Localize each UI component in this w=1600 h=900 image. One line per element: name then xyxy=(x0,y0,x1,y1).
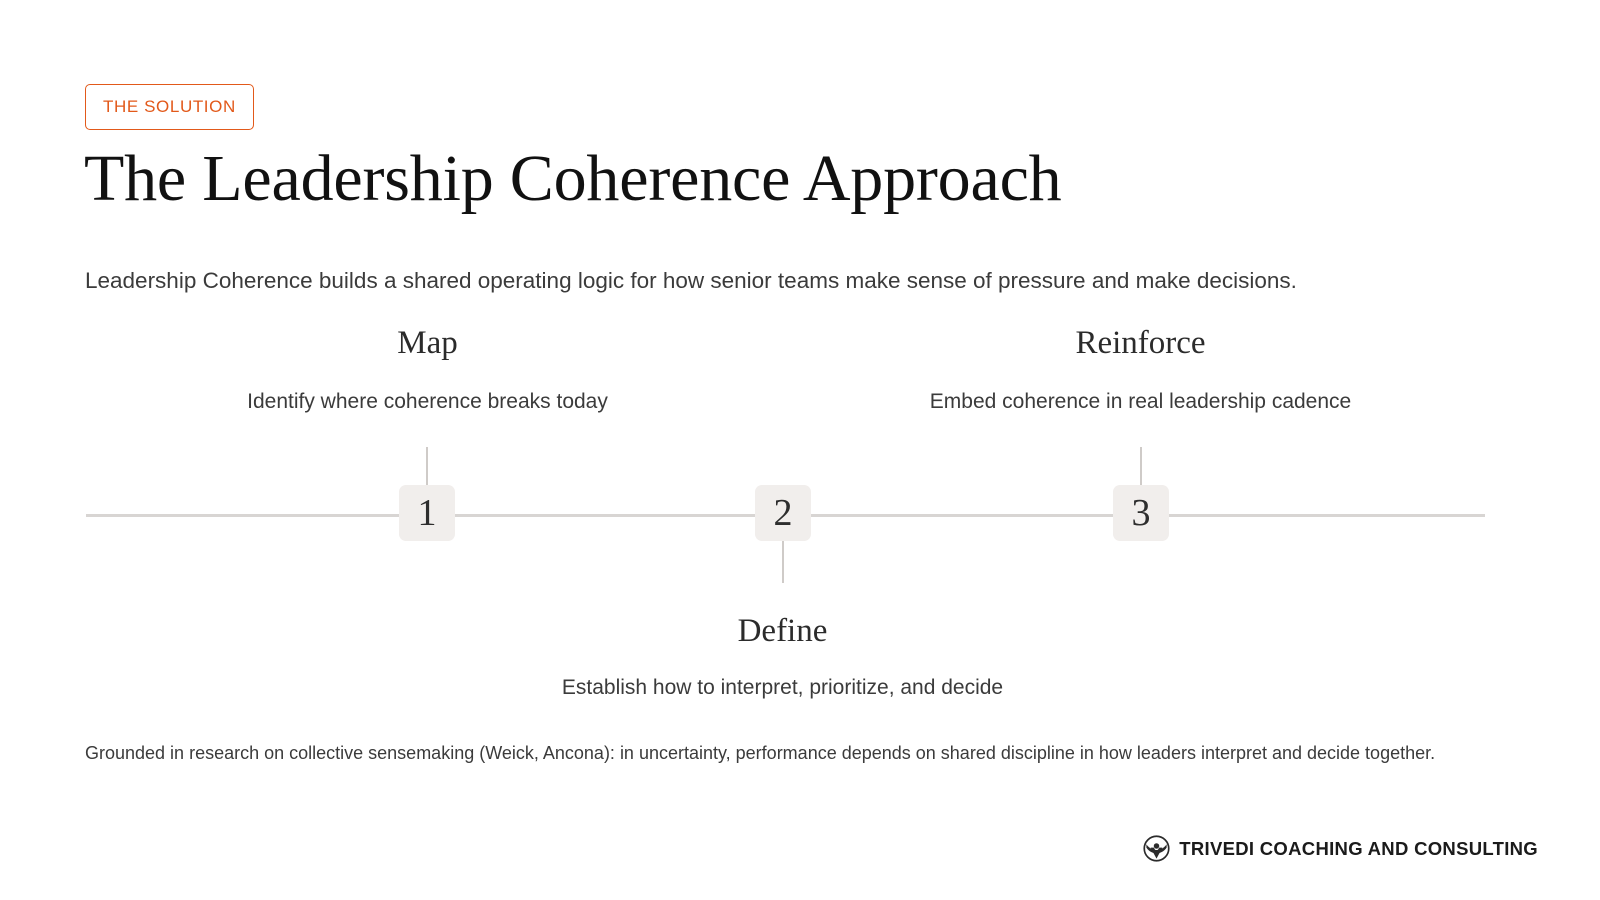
timeline-marker-2[interactable]: 2 xyxy=(755,485,811,541)
brand-logo-text: TRIVEDI COACHING AND CONSULTING xyxy=(1179,837,1538,859)
timeline-connector-3 xyxy=(1139,447,1142,485)
footnote-text: Grounded in research on collective sense… xyxy=(85,743,1436,763)
timeline-step-description-define: Establish how to interpret, prioritize, … xyxy=(561,676,1004,699)
timeline-step-title-define: Define xyxy=(737,613,828,649)
timeline-step-description-reinforce: Embed coherence in real leadership caden… xyxy=(929,390,1352,413)
eyebrow-badge: THE SOLUTION xyxy=(85,84,254,130)
timeline-step-description-map: Identify where coherence breaks today xyxy=(247,390,608,413)
timeline-step-title-map: Map xyxy=(397,325,458,361)
trivedi-shield-icon xyxy=(1143,835,1170,862)
eyebrow-badge-label: THE SOLUTION xyxy=(103,97,236,116)
timeline-marker-3[interactable]: 3 xyxy=(1113,485,1169,541)
timeline-connector-1 xyxy=(425,447,428,485)
page-subtitle: Leadership Coherence builds a shared ope… xyxy=(85,268,1297,293)
timeline-step-title-reinforce: Reinforce xyxy=(1075,325,1206,361)
timeline-connector-2 xyxy=(781,541,784,583)
page-title: The Leadership Coherence Approach xyxy=(84,142,1062,215)
timeline-marker-1[interactable]: 1 xyxy=(399,485,455,541)
brand-logo: TRIVEDI COACHING AND CONSULTING xyxy=(1143,835,1538,862)
